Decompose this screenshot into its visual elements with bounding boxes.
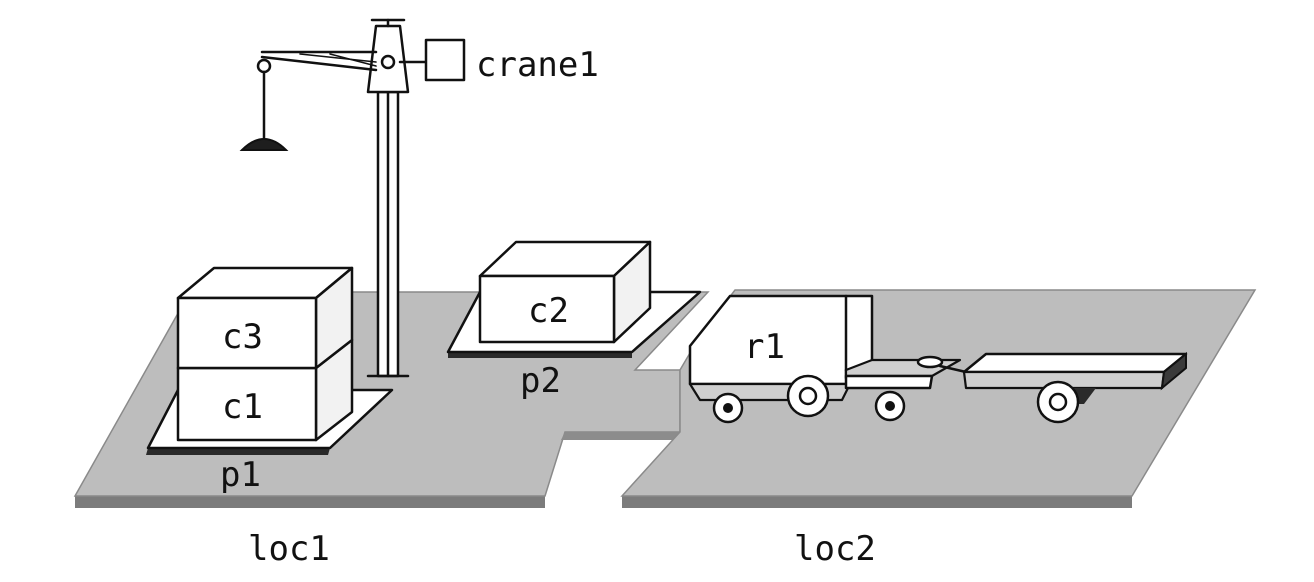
crane-trolley <box>258 60 270 72</box>
container-c1-label: c1 <box>222 387 263 427</box>
pile-p2-label: p2 <box>520 361 561 401</box>
crane-hook <box>242 139 286 150</box>
container-c2: c2 <box>480 242 650 342</box>
container-c2-label: c2 <box>528 291 569 331</box>
robot-hitch <box>918 357 942 367</box>
container-c3-label: c3 <box>222 317 263 357</box>
robot-label: r1 <box>744 327 785 367</box>
location-loc1-label: loc1 <box>248 529 330 569</box>
trailer-bed-top <box>964 354 1186 372</box>
crane-counterweight <box>426 40 464 80</box>
container-c3: c3 <box>178 268 352 368</box>
crane-label: crane1 <box>476 45 599 85</box>
location-loc2-label: loc2 <box>794 529 876 569</box>
crane-pivot <box>382 56 394 68</box>
pile-p1-label: p1 <box>220 455 261 495</box>
